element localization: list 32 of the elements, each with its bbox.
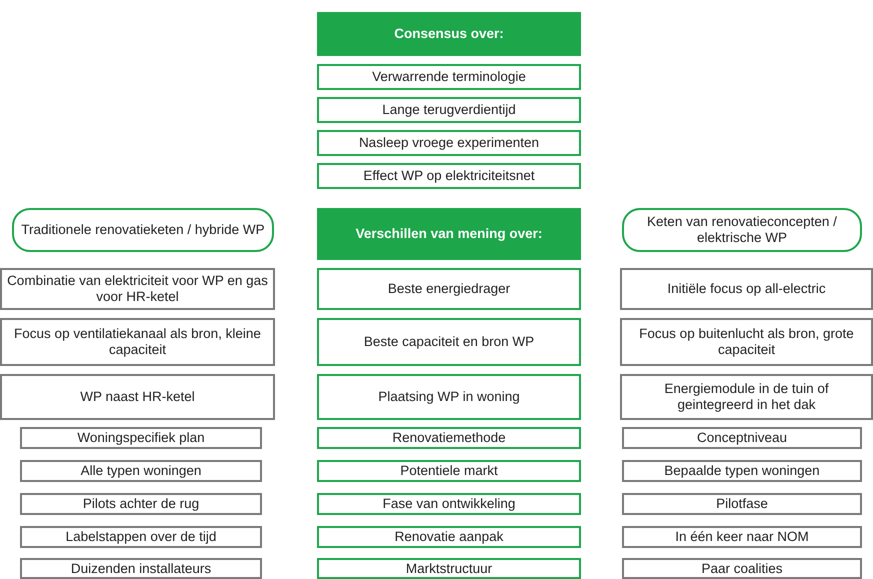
column-header: Keten van renovatieconcepten / elektrische WP <box>622 208 862 252</box>
header-box: Verschillen van mening over: <box>317 208 581 260</box>
topic-box: Effect WP op elektriciteitsnet <box>317 163 581 189</box>
header-box: Consensus over: <box>317 12 581 56</box>
column-header: Traditionele renovatieketen / hybride WP <box>12 208 274 252</box>
topic-box: Verwarrende terminologie <box>317 64 581 90</box>
position-box: Energiemodule in de tuin of geintegreerd in het dak <box>620 374 873 420</box>
topic-box: Marktstructuur <box>317 558 581 579</box>
position-box: Focus op buitenlucht als bron, grote capaciteit <box>620 318 873 366</box>
topic-box: Lange terugverdientijd <box>317 97 581 123</box>
topic-box: Nasleep vroege experimenten <box>317 130 581 156</box>
position-box: WP naast HR-ketel <box>0 374 275 420</box>
position-box: Woningspecifiek plan <box>20 427 262 449</box>
topic-box: Renovatiemethode <box>317 427 581 449</box>
position-box: Pilots achter de rug <box>20 493 262 515</box>
position-box: Conceptniveau <box>622 427 862 449</box>
position-box: In één keer naar NOM <box>622 526 862 548</box>
position-box: Bepaalde typen woningen <box>622 460 862 482</box>
position-box: Alle typen woningen <box>20 460 262 482</box>
topic-box: Potentiele markt <box>317 460 581 482</box>
topic-box: Renovatie aanpak <box>317 526 581 548</box>
position-box: Labelstappen over de tijd <box>20 526 262 548</box>
topic-box: Beste energiedrager <box>317 268 581 310</box>
topic-box: Beste capaciteit en bron WP <box>317 318 581 366</box>
position-box: Focus op ventilatiekanaal als bron, kleine capaciteit <box>0 318 275 366</box>
topic-box: Plaatsing WP in woning <box>317 374 581 420</box>
position-box: Duizenden installateurs <box>20 558 262 579</box>
topic-box: Fase van ontwikkeling <box>317 493 581 515</box>
position-box: Combinatie van elektriciteit voor WP en gas voor HR-ketel <box>0 268 275 310</box>
position-box: Initiële focus op all-electric <box>620 268 873 310</box>
position-box: Paar coalities <box>622 558 862 579</box>
position-box: Pilotfase <box>622 493 862 515</box>
